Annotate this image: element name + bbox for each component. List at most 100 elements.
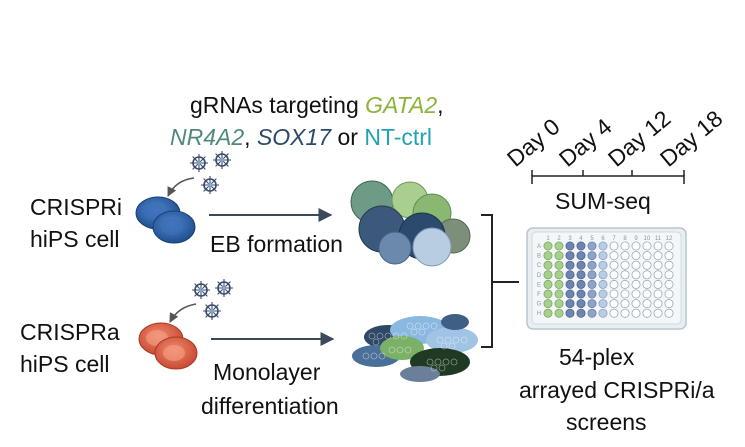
plate-well xyxy=(587,251,597,261)
plate-well xyxy=(554,241,564,251)
plate-well xyxy=(653,241,663,251)
plate-well xyxy=(620,279,630,289)
result-line1: 54-plex xyxy=(559,344,635,370)
plate-well xyxy=(587,299,597,309)
plate-well xyxy=(653,279,663,289)
plate-well xyxy=(598,299,608,309)
plate-well xyxy=(609,299,619,309)
plate-col-label: 8 xyxy=(623,236,627,242)
plate-well xyxy=(576,241,586,251)
plate-well xyxy=(664,308,674,318)
virus-icon xyxy=(215,279,233,297)
plate-well xyxy=(587,241,597,251)
plate-well xyxy=(653,289,663,299)
plate-well xyxy=(576,251,586,261)
eb-formation-label: EB formation xyxy=(210,231,343,257)
plate-well xyxy=(554,299,564,309)
comma-text: , xyxy=(244,124,257,150)
grna-title-line2: NR4A2, SOX17 or NT-ctrl xyxy=(170,126,432,149)
grna-title-line1: gRNAs targeting GATA2, xyxy=(190,94,444,117)
plate-well xyxy=(631,270,641,280)
crispra-label-line1: CRISPRa xyxy=(20,319,120,345)
plate-well xyxy=(598,279,608,289)
plate-well xyxy=(587,289,597,299)
plate-well xyxy=(631,279,641,289)
plate-well xyxy=(565,251,575,261)
sum-seq-label: SUM-seq xyxy=(555,188,651,214)
plate-well xyxy=(587,270,597,280)
plate-well xyxy=(587,260,597,270)
plate-well xyxy=(620,289,630,299)
plate-well xyxy=(664,260,674,270)
plate-col-label: 11 xyxy=(655,236,662,242)
plate-well xyxy=(565,241,575,251)
plate-col-label: 3 xyxy=(568,236,572,242)
gene-gata2: GATA2 xyxy=(365,92,438,118)
plate-row-label: E xyxy=(537,282,541,288)
plate-well xyxy=(620,270,630,280)
plate-well xyxy=(554,308,564,318)
crispri-label-line1: CRISPRi xyxy=(30,194,123,220)
plate-well xyxy=(587,308,597,318)
plate-well xyxy=(598,270,608,280)
plate-well xyxy=(631,241,641,251)
virus-cluster-bottom xyxy=(169,279,233,323)
plate-well xyxy=(598,260,608,270)
plate-row-label: G xyxy=(537,302,542,308)
plate-well xyxy=(598,241,608,251)
plate-well xyxy=(653,251,663,261)
plate-well xyxy=(598,289,608,299)
plate-well xyxy=(554,270,564,280)
plate-well xyxy=(609,289,619,299)
plate-well xyxy=(642,260,652,270)
grna-suffix: , xyxy=(437,92,444,118)
plate-col-label: 1 xyxy=(546,236,550,242)
plate-well xyxy=(642,289,652,299)
plate-well xyxy=(631,251,641,261)
plate-well xyxy=(609,241,619,251)
gene-ntctrl: NT-ctrl xyxy=(364,124,433,150)
plate-well xyxy=(609,260,619,270)
plate-well xyxy=(554,279,564,289)
crispri-label-line2: hiPS cell xyxy=(30,226,120,252)
plate-well xyxy=(554,260,564,270)
crispri-cell-icon xyxy=(135,196,196,244)
plate-well xyxy=(620,299,630,309)
plate-well xyxy=(565,270,575,280)
plate-well xyxy=(631,299,641,309)
virus-cluster-top xyxy=(167,151,231,197)
plate-well xyxy=(664,289,674,299)
plate-well xyxy=(554,289,564,299)
plate-well xyxy=(664,279,674,289)
plate-row-label: H xyxy=(537,311,541,317)
plate-col-label: 4 xyxy=(579,236,583,242)
plate-well xyxy=(664,241,674,251)
virus-icon xyxy=(190,154,208,172)
plate-well xyxy=(543,299,553,309)
plate-well xyxy=(631,289,641,299)
plate-well xyxy=(653,299,663,309)
embryoid-body-icon xyxy=(350,180,471,267)
monolayer-label-line1: Monolayer xyxy=(213,359,321,385)
plate-well xyxy=(642,308,652,318)
plate-well xyxy=(642,279,652,289)
plate-well xyxy=(642,270,652,280)
plate-well xyxy=(565,308,575,318)
plate-well xyxy=(543,279,553,289)
plate-well xyxy=(620,308,630,318)
plate-col-label: 12 xyxy=(666,236,673,242)
timeline-axis xyxy=(531,170,685,184)
plate-well xyxy=(554,251,564,261)
plate-well xyxy=(620,251,630,261)
plate-well xyxy=(543,289,553,299)
plate-row-label: F xyxy=(537,292,541,298)
plate-well xyxy=(576,270,586,280)
plate-col-label: 10 xyxy=(644,236,651,242)
gene-sox17: SOX17 xyxy=(256,124,332,150)
plate-well xyxy=(565,289,575,299)
plate-well xyxy=(565,299,575,309)
curved-arrow-icon xyxy=(169,303,197,323)
or-text: or xyxy=(331,124,365,150)
plate-well xyxy=(664,270,674,280)
